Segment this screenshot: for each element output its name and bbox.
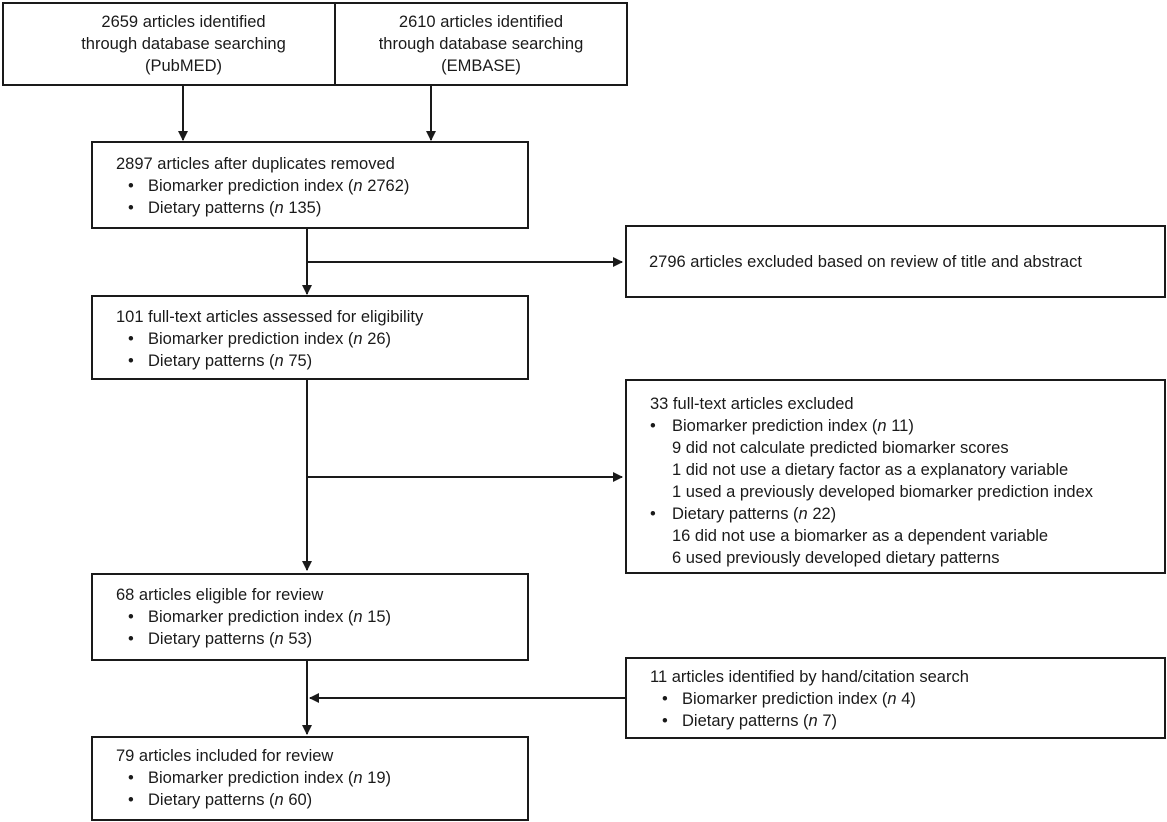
included-item-dietary: •Dietary patterns (n 60) [128, 791, 313, 809]
excluded-group-biomarker: •Biomarker prediction index (n 11) [650, 417, 914, 435]
excluded-reason: 6 used previously developed dietary patt… [672, 549, 1000, 567]
excluded-reason: 9 did not calculate predicted biomarker … [672, 439, 1009, 457]
fulltext-item-biomarker: •Biomarker prediction index (n 26) [128, 330, 392, 348]
embase-line2: through database searching [378, 35, 584, 53]
hand-search-item-biomarker: •Biomarker prediction index (n 4) [662, 690, 916, 708]
dedup-box: 2897 articles after duplicates removed •… [91, 141, 529, 229]
eligible-item-dietary: •Dietary patterns (n 53) [128, 630, 313, 648]
excluded-reason: 16 did not use a biomarker as a dependen… [672, 527, 1049, 545]
excluded-fulltext-title: 33 full-text articles excluded [650, 395, 854, 413]
excluded-title-abstract-box: 2796 articles excluded based on review o… [625, 225, 1166, 298]
pubmed-line1: 2659 articles identified [101, 13, 266, 31]
eligible-title: 68 articles eligible for review [116, 586, 324, 604]
pubmed-line3: (PubMED) [144, 57, 222, 75]
included-title: 79 articles included for review [116, 747, 334, 765]
embase-line3: (EMBASE) [441, 57, 521, 75]
dedup-title: 2897 articles after duplicates removed [116, 155, 395, 173]
excluded-reason: 1 did not use a dietary factor as a expl… [672, 461, 1069, 479]
fulltext-title: 101 full-text articles assessed for elig… [116, 308, 424, 326]
fulltext-assessed-box: 101 full-text articles assessed for elig… [91, 295, 529, 380]
excluded-fulltext-box: 33 full-text articles excluded •Biomarke… [625, 379, 1166, 574]
hand-search-item-dietary: •Dietary patterns (n 7) [662, 712, 837, 730]
embase-line1: 2610 articles identified [398, 13, 564, 31]
eligible-item-biomarker: •Biomarker prediction index (n 15) [128, 608, 392, 626]
pubmed-line2: through database searching [81, 35, 286, 53]
hand-search-box: 11 articles identified by hand/citation … [625, 657, 1166, 739]
excluded-group-dietary: •Dietary patterns (n 22) [650, 505, 837, 523]
embase-source-box: 2610 articles identified through databas… [334, 2, 628, 86]
excluded-reason: 1 used a previously developed biomarker … [672, 483, 1093, 501]
included-item-biomarker: •Biomarker prediction index (n 19) [128, 769, 392, 787]
fulltext-item-dietary: •Dietary patterns (n 75) [128, 352, 313, 370]
hand-search-title: 11 articles identified by hand/citation … [650, 668, 969, 686]
eligible-box: 68 articles eligible for review •Biomark… [91, 573, 529, 661]
excluded-title-abstract-text: 2796 articles excluded based on review o… [649, 252, 1082, 271]
pubmed-source-box: 2659 articles identified through databas… [2, 2, 365, 86]
included-box: 79 articles included for review •Biomark… [91, 736, 529, 821]
dedup-item-dietary: •Dietary patterns (n 135) [128, 199, 322, 217]
dedup-item-biomarker: •Biomarker prediction index (n 2762) [128, 177, 410, 195]
